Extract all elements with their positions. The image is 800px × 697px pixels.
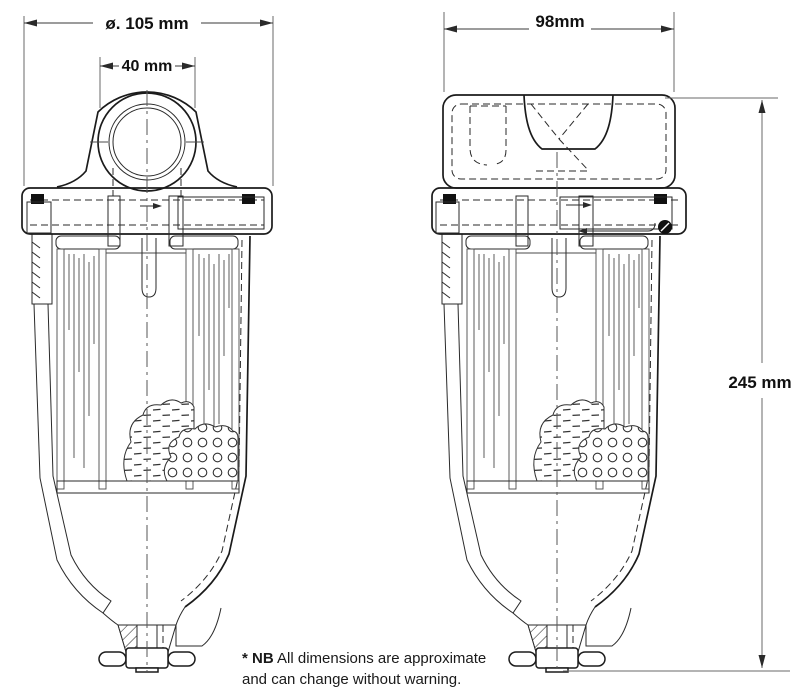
flange-thread-section-left: [26, 201, 52, 234]
rim-seal-left: [55, 235, 121, 250]
note-text-1: All dimensions are approximate: [273, 650, 487, 667]
inlet-channel-hidden: [469, 105, 507, 166]
tearaway-perforations: [163, 423, 239, 482]
dim-diameter-label: ø. 105 mm: [105, 14, 188, 33]
label-mask: [93, 12, 201, 32]
wing-nut-left-lobe: [98, 651, 127, 667]
port-circle-inner: [112, 107, 182, 177]
standpipe-post-left: [515, 195, 529, 247]
seal-block-left: [443, 194, 456, 204]
dimension-diameter-105: ø. 105 mm: [23, 12, 274, 186]
arrowhead-right: [182, 62, 195, 70]
seal-block-right: [654, 194, 667, 204]
label-mask: [119, 56, 175, 74]
funnel-hidden-tail: [536, 138, 590, 172]
dimension-port-40: 40 mm: [99, 56, 196, 108]
bowl-right-hidden: [180, 239, 243, 602]
element-outer-wall-left: [56, 248, 65, 490]
standpipe-post-left: [107, 195, 121, 247]
funnel-hidden-v: [530, 103, 589, 140]
vent-port-highlight: [660, 222, 670, 232]
note-prefix: * NB: [242, 650, 274, 667]
wing-nut-right-lobe: [167, 651, 196, 667]
side-head: [442, 94, 676, 189]
arrowhead-left: [100, 62, 113, 70]
flange-outline: [431, 187, 687, 235]
element-outer-wall-right: [231, 248, 240, 490]
dim-port-label: 40 mm: [122, 58, 173, 75]
side-flange: [431, 187, 687, 247]
bowl-foot: [175, 607, 222, 647]
arrowhead-left: [444, 25, 457, 33]
dimension-height-245: 245 mm: [563, 97, 795, 672]
label-mask: [727, 367, 795, 393]
standpipe-tube: [141, 238, 157, 298]
side-view: [431, 94, 687, 673]
bowl-left-wall-section: [33, 303, 112, 614]
side-bowl: [441, 233, 661, 673]
flange-thread-lines-right: [559, 196, 673, 230]
bowl-bottom-left: [102, 612, 119, 626]
arrowhead-top: [758, 100, 766, 113]
seal-block-left: [31, 194, 44, 204]
dim-width-label: 98mm: [535, 12, 584, 31]
front-view: [21, 90, 273, 673]
seal-block-right: [242, 194, 255, 204]
rim-seal-right: [169, 235, 239, 250]
arrowhead-right: [661, 25, 674, 33]
flange-thread-lines-right: [177, 196, 265, 230]
note: * NB All dimensions are approximate and …: [242, 648, 492, 690]
dimension-width-98: 98mm: [443, 11, 675, 92]
arrowhead-bottom: [758, 655, 766, 668]
flange-thread-section-left: [435, 201, 460, 234]
note-line-1: * NB All dimensions are approximate: [242, 648, 492, 669]
port-boss-outline: [56, 91, 238, 188]
label-mask: [529, 11, 591, 30]
flow-arrow-bottom-line: [582, 222, 656, 232]
dim-height-label: 245 mm: [728, 373, 791, 392]
bowl-bottom-right: [175, 606, 186, 626]
head-block-hidden-inner: [451, 103, 667, 180]
front-bowl: [31, 233, 251, 673]
element-cage-wall-left: [98, 248, 107, 490]
flow-arrow-head: [153, 203, 162, 209]
arrowhead-right: [260, 19, 273, 27]
standpipe-post-right: [168, 195, 184, 247]
flow-arrow-bottom-head: [578, 228, 587, 234]
flow-arrow-top-head: [583, 202, 592, 208]
arrowhead-left: [24, 19, 37, 27]
bowl-right-wall: [184, 235, 251, 608]
collar-thread-ticks: [31, 241, 41, 299]
note-line-2: and can change without warning.: [242, 671, 462, 688]
element-cage-wall-right: [185, 248, 194, 490]
head-block-outline: [442, 94, 676, 189]
port-boss-profile: [523, 94, 614, 150]
standpipe-post-right: [578, 195, 594, 247]
element-bottom-plate: [56, 480, 240, 494]
